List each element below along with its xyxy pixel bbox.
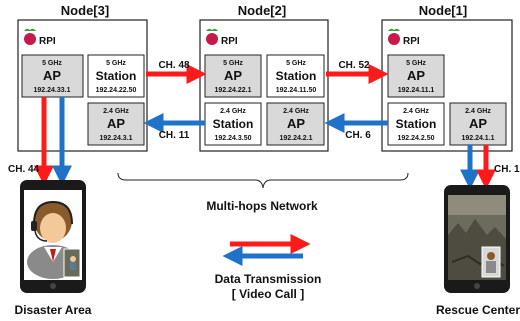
node-1-ap5-role: AP bbox=[407, 68, 425, 83]
channel-label-ch52: CH. 52 bbox=[338, 60, 370, 71]
node-2-ap24-ip: 192.24.2.1 bbox=[279, 135, 312, 142]
network-label: Multi-hops Network bbox=[206, 199, 318, 213]
raspberry-pi-icon bbox=[388, 28, 400, 45]
node-1-ap24-box bbox=[449, 102, 507, 146]
channel-label-ch11: CH. 11 bbox=[159, 130, 190, 141]
raspberry-pi-icon bbox=[206, 28, 218, 45]
node-3-ap24-ip: 192.24.3.1 bbox=[99, 135, 132, 142]
node-2-ap24-band: 2.4 GHz bbox=[283, 108, 309, 115]
node-3-board-label: RPI bbox=[39, 36, 56, 47]
node-3-ap24-box bbox=[87, 102, 145, 146]
node-2-station24-band: 2.4 GHz bbox=[220, 108, 246, 115]
node-3-station5-band: 5 GHz bbox=[106, 60, 126, 67]
rescue-phone-icon bbox=[444, 185, 510, 293]
node-1-station24-band: 2.4 GHz bbox=[403, 108, 429, 115]
disaster-area-label: Disaster Area bbox=[15, 303, 92, 317]
node-1-station24-role: Station bbox=[396, 117, 437, 131]
node-2-ap24-box bbox=[266, 102, 325, 146]
channel-label-ch44: CH. 44 bbox=[8, 164, 40, 175]
node-3-ap24-role: AP bbox=[107, 116, 125, 131]
network-brace bbox=[117, 172, 409, 189]
node-3-title: Node[3] bbox=[61, 3, 109, 18]
node-1-ap24-band: 2.4 GHz bbox=[465, 108, 491, 115]
node-1-title: Node[1] bbox=[419, 3, 467, 18]
node-3-station5-role: Station bbox=[96, 69, 137, 83]
node-2-ap5-role: AP bbox=[224, 68, 242, 83]
legend-title: Data Transmission bbox=[215, 272, 322, 286]
node-2-ap5-band: 5 GHz bbox=[223, 60, 243, 67]
node-1-ap24-role: AP bbox=[469, 116, 487, 131]
node-1-ap5-box bbox=[387, 54, 445, 98]
node-3-ap5-band: 5 GHz bbox=[42, 60, 62, 67]
node-2-station5-role: Station bbox=[276, 69, 317, 83]
node-2-ap24-role: AP bbox=[287, 116, 305, 131]
disaster-phone-icon bbox=[20, 180, 86, 293]
node-2-station24-role: Station bbox=[213, 117, 254, 131]
node-3-station5-ip: 192.24.22.50 bbox=[96, 87, 137, 94]
node-2-station5-box bbox=[266, 54, 325, 98]
node-2-station5-band: 5 GHz bbox=[286, 60, 306, 67]
node-1-ap5-ip: 192.24.11.1 bbox=[398, 87, 435, 94]
node-2-ap5-ip: 192.24.22.1 bbox=[215, 87, 252, 94]
channel-label-ch48: CH. 48 bbox=[158, 60, 190, 71]
node-2-station24-box bbox=[204, 102, 262, 146]
node-2-station24-ip: 192.24.3.50 bbox=[215, 135, 252, 142]
rescue-center-label: Rescue Center bbox=[436, 303, 520, 317]
node-2-ap5-box bbox=[204, 54, 262, 98]
node-1-ap24-ip: 192.24.1.1 bbox=[461, 135, 494, 142]
node-1-station24-ip: 192.24.2.50 bbox=[398, 135, 435, 142]
node-3-ap24-band: 2.4 GHz bbox=[103, 108, 129, 115]
node-1-station24-box bbox=[387, 102, 445, 146]
node-2-board-label: RPI bbox=[221, 36, 238, 47]
node-2-title: Node[2] bbox=[238, 3, 286, 18]
node-1-board-label: RPI bbox=[403, 36, 420, 47]
raspberry-pi-icon bbox=[24, 28, 36, 45]
channel-label-ch1: CH. 1 bbox=[494, 164, 520, 175]
node-3-ap5-role: AP bbox=[43, 68, 61, 83]
node-3-ap5-box bbox=[21, 54, 84, 98]
channel-label-ch6: CH. 6 bbox=[345, 130, 371, 141]
legend-subtitle: [ Video Call ] bbox=[232, 287, 304, 301]
node-3-ap5-ip: 192.24.33.1 bbox=[34, 87, 71, 94]
node-1-ap5-band: 5 GHz bbox=[406, 60, 426, 67]
node-3-station5-box bbox=[87, 54, 145, 98]
node-2-station5-ip: 192.24.11.50 bbox=[276, 87, 317, 94]
